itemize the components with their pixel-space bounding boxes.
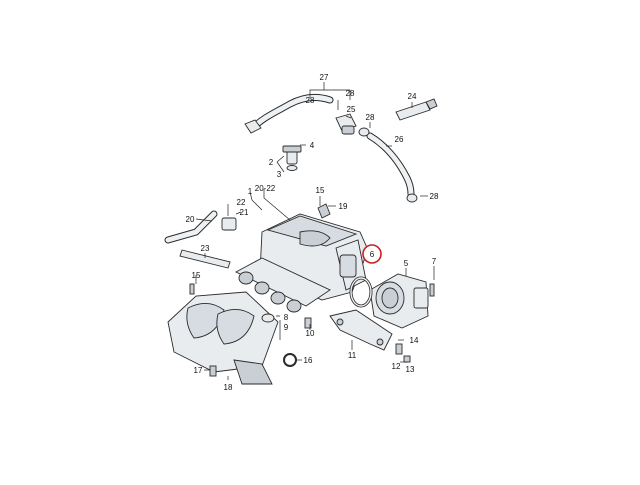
callout-4: 4 xyxy=(310,141,315,150)
callout-5: 5 xyxy=(404,259,409,268)
breather-hose-26 xyxy=(358,127,418,203)
callout-24: 24 xyxy=(408,92,417,101)
callout-10: 10 xyxy=(306,329,315,338)
callout-3: 3 xyxy=(277,170,282,179)
breather-hose-upper xyxy=(244,93,334,134)
bar-23 xyxy=(179,249,231,269)
callout-20-22: 20-22 xyxy=(255,184,276,193)
callout-17: 17 xyxy=(194,366,203,375)
callout-9: 9 xyxy=(284,323,289,332)
callout-28-mid: 28 xyxy=(366,113,375,122)
valve-21 xyxy=(221,217,237,231)
callout-1: 1 xyxy=(248,187,253,196)
callout-11: 11 xyxy=(348,351,357,360)
callout-15: 15 xyxy=(316,186,325,195)
callout-7: 7 xyxy=(432,257,437,266)
manifold-runners xyxy=(235,257,331,313)
sensor-2 xyxy=(282,145,302,171)
gasket-6 xyxy=(349,276,373,308)
callout-22: 22 xyxy=(237,198,246,207)
highlight-ring-6 xyxy=(362,244,382,264)
hose-20 xyxy=(164,210,218,244)
callout-27: 27 xyxy=(320,73,329,82)
sealant-tube-24 xyxy=(395,98,438,121)
callout-labels: 27 28 28 25 24 28 26 28 4 2 3 20-22 1 15… xyxy=(186,73,439,392)
callout-28-right: 28 xyxy=(430,192,439,201)
callout-13: 13 xyxy=(406,365,415,374)
bracket-11 xyxy=(329,309,393,351)
leader-lines xyxy=(195,82,435,380)
lower-manifold xyxy=(167,291,279,385)
callout-25: 25 xyxy=(347,105,356,114)
callout-14: 14 xyxy=(410,336,419,345)
callout-28-top-right: 28 xyxy=(346,89,355,98)
callout-16: 16 xyxy=(304,356,313,365)
callout-26: 26 xyxy=(395,135,404,144)
callout-21: 21 xyxy=(240,208,249,217)
callout-8: 8 xyxy=(284,313,289,322)
callout-23: 23 xyxy=(201,244,210,253)
callout-15-lower: 15 xyxy=(192,271,201,280)
callout-6: 6 xyxy=(370,250,375,259)
callout-28-top-left: 28 xyxy=(306,96,315,105)
throttle-body-5 xyxy=(369,273,429,329)
callout-18: 18 xyxy=(224,383,233,392)
pcv-valve-25 xyxy=(335,113,357,135)
callout-19: 19 xyxy=(339,202,348,211)
callout-20: 20 xyxy=(186,215,195,224)
callout-2: 2 xyxy=(269,158,274,167)
callout-12: 12 xyxy=(392,362,401,371)
